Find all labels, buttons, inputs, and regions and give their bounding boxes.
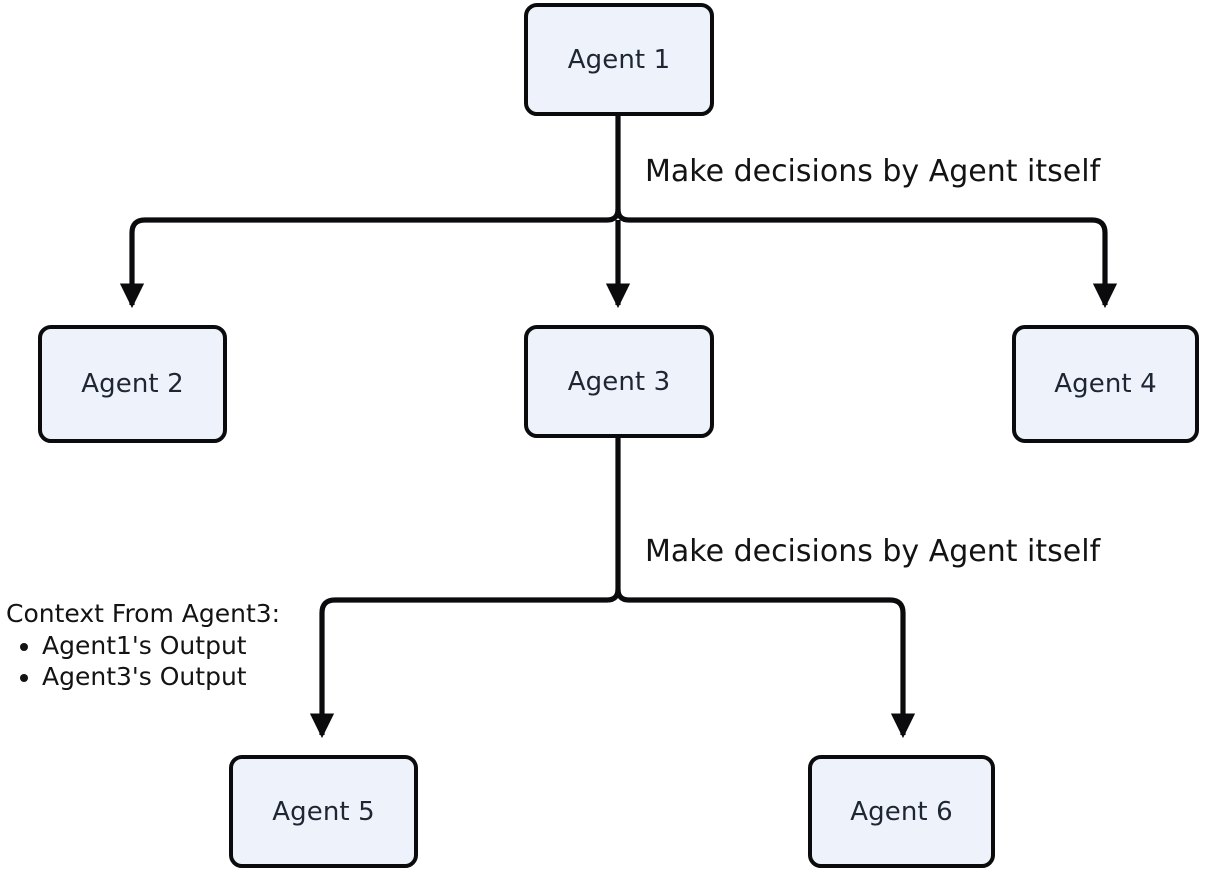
node-agent-4-label: Agent 4 [1054,369,1157,399]
node-agent-6-label: Agent 6 [850,796,953,827]
node-agent-3[interactable]: Agent 3 [524,325,714,438]
edge-agent3-stem [615,438,630,603]
context-annotation: Context From Agent3: Agent1's Output Age… [6,600,280,691]
node-agent-3-label: Agent 3 [567,366,671,397]
edge-agent3-stem-left-fillet [606,588,621,603]
edge-agent3-to-agent5 [309,597,607,739]
edge-agent1-stem [615,116,630,223]
node-agent-6[interactable]: Agent 6 [808,755,995,868]
node-agent-2[interactable]: Agent 2 [38,325,227,443]
context-annotation-item: Agent3's Output [42,663,280,691]
node-agent-1[interactable]: Agent 1 [524,3,714,116]
edge-agent3-to-agent6 [629,597,916,739]
edge-label-agent1-fork: Make decisions by Agent itself [645,154,1101,189]
context-annotation-list: Agent1's Output Agent3's Output [6,632,280,691]
edge-label-agent3-fork: Make decisions by Agent itself [645,534,1101,569]
context-annotation-title: Context From Agent3: [6,599,281,628]
edge-agent1-to-agent2 [119,217,607,309]
context-annotation-item: Agent1's Output [42,632,280,660]
node-agent-2-label: Agent 2 [81,369,184,399]
edge-agent1-stem-left-fillet [606,208,621,223]
edge-agent1-to-agent4 [629,217,1118,309]
node-agent-5-label: Agent 5 [272,796,375,827]
node-agent-1-label: Agent 1 [567,44,671,75]
node-agent-5[interactable]: Agent 5 [229,755,418,868]
node-agent-4[interactable]: Agent 4 [1012,325,1199,443]
